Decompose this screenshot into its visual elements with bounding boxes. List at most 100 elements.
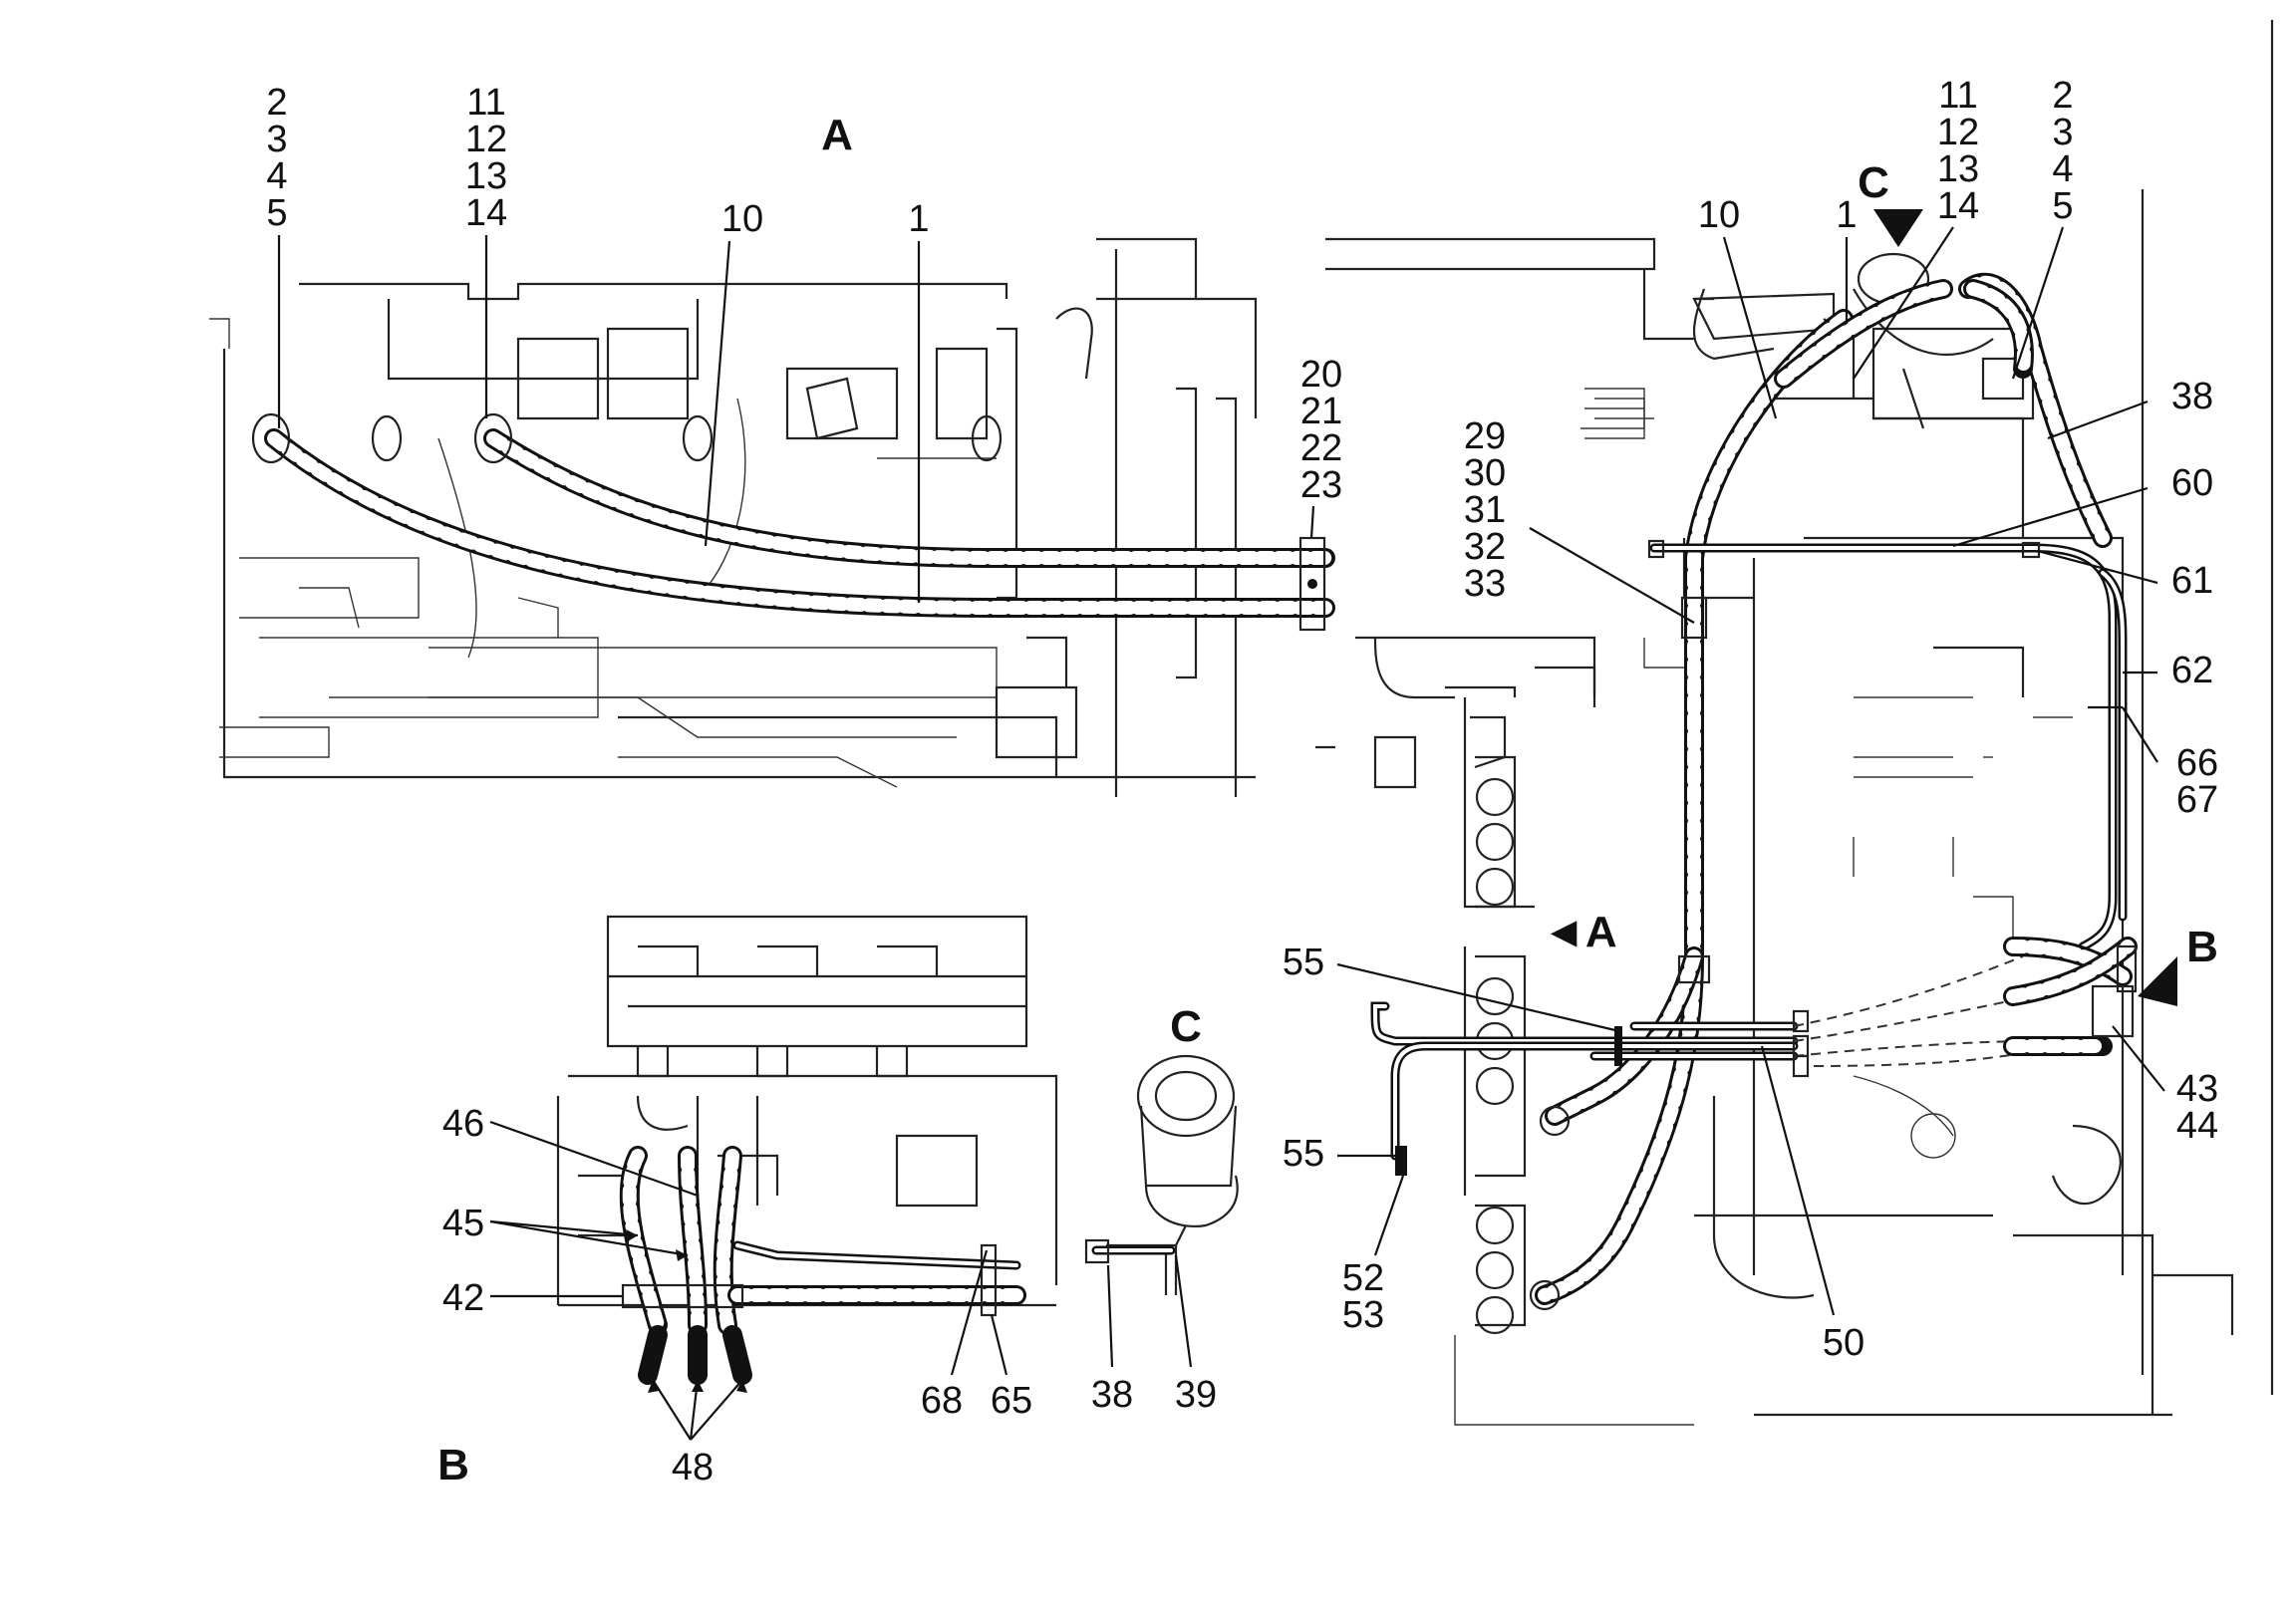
main-view-hose-turbo xyxy=(1774,272,2113,548)
main-view-clamps xyxy=(1395,539,2041,1311)
callout-m-11: 11 xyxy=(1938,75,1977,117)
callout-a-10: 10 xyxy=(704,198,763,547)
callout-m-2: 2 xyxy=(2052,75,2073,117)
callout-m-66-67: 66 67 xyxy=(2088,705,2218,821)
callout-m-43: 43 xyxy=(2176,1068,2218,1110)
view-a-hose-clamps xyxy=(251,412,1326,632)
view-b-engine-outline xyxy=(556,915,1058,1307)
callout-m-66: 66 xyxy=(2176,742,2218,784)
svg-text:45: 45 xyxy=(442,1203,484,1244)
callout-a-20: 20 xyxy=(1300,354,1342,396)
callout-m-53: 53 xyxy=(1342,1294,1384,1336)
callout-m-43-44: 43 44 xyxy=(2112,1025,2218,1147)
svg-text:60: 60 xyxy=(2171,462,2213,504)
callout-m-52: 52 xyxy=(1342,1257,1384,1299)
callout-a-5: 5 xyxy=(266,192,287,234)
svg-text:1: 1 xyxy=(908,198,929,240)
callout-m-4: 4 xyxy=(2052,148,2073,190)
view-pointer-b: B xyxy=(2138,923,2218,1006)
callout-a-12: 12 xyxy=(465,119,507,160)
svg-text:61: 61 xyxy=(2171,560,2213,602)
callout-m-29: 29 xyxy=(1464,415,1506,457)
view-b-hoses xyxy=(619,1146,1026,1385)
callout-m-10: 10 xyxy=(1698,194,1778,419)
main-view-tube-60 xyxy=(1649,543,2118,951)
svg-text:62: 62 xyxy=(2171,650,2213,691)
callout-m-44: 44 xyxy=(2176,1105,2218,1147)
callout-m-55a: 55 xyxy=(1283,942,1620,1033)
svg-text:B: B xyxy=(2186,923,2218,971)
view-pointer-a: ◄A xyxy=(1542,908,1616,956)
callout-m-11-14: 11 12 13 14 xyxy=(1853,75,1979,380)
view-c-part xyxy=(1106,1054,1239,1295)
svg-text:39: 39 xyxy=(1175,1374,1217,1416)
callout-m-29-33: 29 30 31 32 33 xyxy=(1464,415,1695,624)
svg-text:48: 48 xyxy=(672,1447,714,1488)
callout-b-46: 46 xyxy=(442,1103,699,1198)
view-c-label: C xyxy=(1170,1002,1202,1051)
callout-m-33: 33 xyxy=(1464,563,1506,605)
callout-a-20-23: 20 21 22 23 xyxy=(1300,354,1342,539)
callout-c-39: 39 xyxy=(1175,1254,1217,1416)
callout-m-12: 12 xyxy=(1937,112,1979,153)
svg-text:◄A: ◄A xyxy=(1542,908,1616,956)
view-a-hose-upper xyxy=(483,428,1335,568)
svg-text:68: 68 xyxy=(921,1380,963,1422)
callout-b-45: 45 xyxy=(442,1203,689,1261)
callout-m-55b: 55 xyxy=(1283,1133,1395,1175)
callout-m-60: 60 xyxy=(1952,462,2213,548)
callout-b-42: 42 xyxy=(442,1277,623,1319)
callout-m-38: 38 xyxy=(2047,376,2213,440)
callout-a-2-5: 2 3 4 5 xyxy=(266,82,288,428)
callout-m-30: 30 xyxy=(1464,452,1506,494)
callout-m-50: 50 xyxy=(1760,1045,1865,1364)
view-pointer-c: C xyxy=(1858,158,1923,247)
view-a-hose-lower xyxy=(264,428,1335,618)
callout-b-68: 68 xyxy=(921,1249,989,1422)
svg-text:38: 38 xyxy=(2171,376,2213,417)
callout-a-21: 21 xyxy=(1300,391,1342,432)
callout-a-11: 11 xyxy=(466,82,505,124)
callout-m-61: 61 xyxy=(2037,549,2213,602)
svg-text:50: 50 xyxy=(1823,1322,1865,1364)
main-view-hose-right-cluster xyxy=(2003,937,2138,1056)
svg-text:55: 55 xyxy=(1283,942,1324,983)
main-view-dashed-lines xyxy=(1793,955,2034,1067)
callout-b-65: 65 xyxy=(991,1314,1032,1422)
view-b-label: B xyxy=(437,1441,469,1489)
main-view-hose-long xyxy=(1535,309,1854,1305)
svg-text:46: 46 xyxy=(442,1103,484,1145)
callout-m-13: 13 xyxy=(1937,148,1979,190)
callout-m-3: 3 xyxy=(2052,112,2073,153)
callout-m-14: 14 xyxy=(1937,185,1979,227)
callout-a-1: 1 xyxy=(908,198,930,603)
callout-a-11-14: 11 12 13 14 xyxy=(465,82,507,418)
callout-b-48: 48 xyxy=(648,1379,747,1488)
svg-text:42: 42 xyxy=(442,1277,484,1319)
svg-text:65: 65 xyxy=(991,1380,1032,1422)
svg-text:1: 1 xyxy=(1836,194,1857,236)
svg-text:10: 10 xyxy=(721,198,763,240)
main-view-tube-50 xyxy=(1370,1001,1799,1161)
callout-m-32: 32 xyxy=(1464,526,1506,568)
callout-a-23: 23 xyxy=(1300,464,1342,506)
callout-m-67: 67 xyxy=(2176,779,2218,821)
callout-a-13: 13 xyxy=(465,155,507,197)
view-c-hose xyxy=(1084,1238,1176,1264)
callout-m-2-5: 2 3 4 5 xyxy=(2011,75,2074,380)
callout-m-52-53: 52 53 xyxy=(1342,1175,1405,1336)
svg-text:10: 10 xyxy=(1698,194,1740,236)
callout-m-5: 5 xyxy=(2052,185,2073,227)
callout-a-4: 4 xyxy=(266,155,287,197)
view-b-tubes xyxy=(621,1240,1021,1317)
callout-m-62: 62 xyxy=(2123,650,2213,691)
callout-m-31: 31 xyxy=(1464,489,1506,531)
view-a-engine-outline xyxy=(209,237,1335,797)
main-view-tube-62 xyxy=(2098,568,2128,922)
callout-m-1: 1 xyxy=(1836,194,1858,324)
callout-a-2: 2 xyxy=(266,82,287,124)
callout-a-14: 14 xyxy=(465,192,507,234)
callout-a-22: 22 xyxy=(1300,427,1342,469)
svg-text:38: 38 xyxy=(1091,1374,1133,1416)
